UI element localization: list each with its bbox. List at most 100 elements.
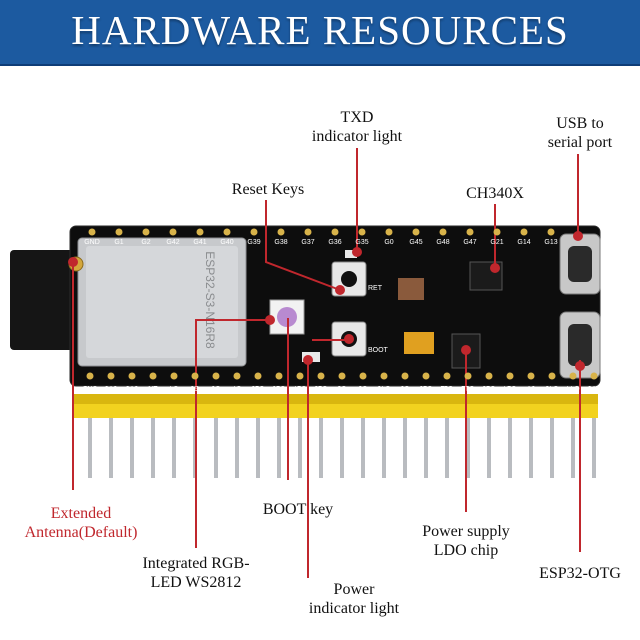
bottom-pin-label: G7 (232, 384, 241, 391)
top-pin-label: G35 (355, 239, 368, 246)
bottom-pin-hole (338, 372, 346, 380)
rgb-led-label: Integrated RGB- LED WS2812 (142, 555, 250, 591)
header-pin (529, 418, 533, 478)
top-pin-hole (412, 228, 420, 236)
title-banner: HARDWARE RESOURCES (0, 0, 640, 66)
header-pin (277, 418, 281, 478)
bottom-pin-hole (464, 372, 472, 380)
reset-keys-label: Reset Keys (231, 181, 305, 198)
top-pin-hole (304, 228, 312, 236)
bottom-pin-hole (254, 372, 262, 380)
bottom-pin-label: G11 (441, 384, 454, 391)
otg-label: ESP32-OTG (539, 565, 621, 582)
top-pin-hole (115, 228, 123, 236)
header-pin (466, 418, 470, 478)
bottom-pin-hole (170, 372, 178, 380)
bottom-pin-label: 3V3 (105, 384, 118, 391)
top-pin-hole (277, 228, 285, 236)
top-pin-label: G40 (220, 239, 233, 246)
bottom-pin-hole (86, 372, 94, 380)
header-pin (424, 418, 428, 478)
txd-label: TXD indicator light (311, 109, 403, 145)
bottom-pin-hole (380, 372, 388, 380)
bottom-pin-label: G6 (211, 384, 220, 391)
bottom-pin-label: G46 (377, 384, 390, 391)
top-pin-label: G39 (247, 239, 260, 246)
top-pin-label: G2 (141, 239, 150, 246)
top-pin-hole (88, 228, 96, 236)
top-pin-hole (250, 228, 258, 236)
header-pin (151, 418, 155, 478)
header-pin (508, 418, 512, 478)
bottom-pin-hole (506, 372, 514, 380)
header-pin (172, 418, 176, 478)
bottom-pin-label: G44 (566, 384, 579, 391)
tantalum-capacitor (404, 332, 434, 354)
top-pin-label: G14 (517, 239, 530, 246)
bottom-pin-hole (149, 372, 157, 380)
top-pin-hole (142, 228, 150, 236)
bottom-pin-label: G18 (314, 384, 327, 391)
header-pin (256, 418, 260, 478)
ldo-label: Power supply LDO chip (422, 523, 510, 559)
header-pin (550, 418, 554, 478)
bottom-pin-label: 3V3 (126, 384, 139, 391)
bottom-pin-hole (422, 372, 430, 380)
top-pin-label: G48 (436, 239, 449, 246)
bottom-pin-label: 3V3 (588, 384, 601, 391)
top-pin-label: G38 (274, 239, 287, 246)
usb-serial-label: USB to serial port (547, 115, 613, 151)
antenna-label: Extended Antenna(Default) (24, 505, 138, 541)
top-pin-label: G45 (409, 239, 422, 246)
header-pin (592, 418, 596, 478)
top-pin-label: G41 (193, 239, 206, 246)
top-pin-hole (466, 228, 474, 236)
bottom-pin-label: G4 (169, 384, 178, 391)
top-pin-hole (331, 228, 339, 236)
bottom-pin-label: G12 (461, 384, 474, 391)
bottom-pin-hole (233, 372, 241, 380)
top-pin-hole (223, 228, 231, 236)
top-pin-label: G47 (463, 239, 476, 246)
bottom-pin-hole (485, 372, 493, 380)
bottom-pin-label: G17 (293, 384, 306, 391)
bottom-pin-label: G13 (482, 384, 495, 391)
txd-led (345, 250, 357, 258)
leader-lines (72, 148, 581, 578)
header-pin (361, 418, 365, 478)
bottom-pin-label: G16 (272, 384, 285, 391)
ch340x-label: CH340X (466, 185, 524, 202)
bottom-pin-label: G9 (400, 384, 409, 391)
header-pin (130, 418, 134, 478)
top-pin-hole (493, 228, 501, 236)
capacitor (398, 278, 424, 300)
boot-key-label: BOOT key (262, 501, 334, 518)
header-pin (109, 418, 113, 478)
header-pin (382, 418, 386, 478)
top-pin-label: G42 (166, 239, 179, 246)
bottom-pin-hole (443, 372, 451, 380)
pin-header-strip (72, 402, 598, 418)
header-pin (340, 418, 344, 478)
top-pin-hole (547, 228, 555, 236)
header-pin (214, 418, 218, 478)
module-marking: ESP32-S3-N16R8 (203, 251, 217, 349)
top-pin-hole (439, 228, 447, 236)
top-pin-label: G13 (544, 239, 557, 246)
top-pin-label: GND (84, 239, 100, 246)
top-pin-hole (520, 228, 528, 236)
bottom-pin-label: GND (82, 384, 98, 391)
top-pin-label: G1 (114, 239, 123, 246)
bottom-pin-hole (401, 372, 409, 380)
header-pins (88, 418, 596, 478)
bottom-pin-label: G3 (358, 384, 367, 391)
header-pin (445, 418, 449, 478)
bottom-pin-hole (296, 372, 304, 380)
bottom-pin-hole (128, 372, 136, 380)
page-title: HARDWARE RESOURCES (71, 7, 569, 53)
bottom-pin-hole (107, 372, 115, 380)
top-pin-hole (385, 228, 393, 236)
top-pin-label: G37 (301, 239, 314, 246)
header-pin (487, 418, 491, 478)
